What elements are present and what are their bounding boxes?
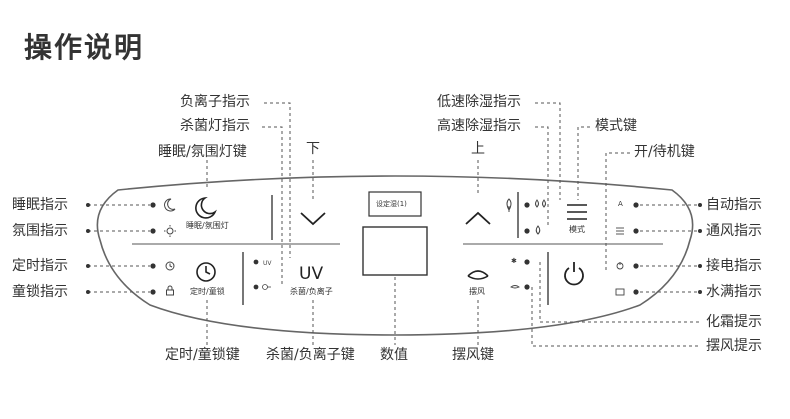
lock-icon bbox=[166, 285, 174, 296]
clock-icon bbox=[165, 261, 175, 271]
up-chevron-icon bbox=[465, 211, 491, 225]
sun-icon bbox=[164, 225, 176, 237]
label-down: 下 bbox=[306, 141, 320, 157]
panel-sterilize-label: 杀菌/负离子 bbox=[290, 287, 333, 296]
vent-icon bbox=[616, 227, 624, 235]
label-anion-indicator: 负离子指示 bbox=[180, 94, 250, 110]
label-sterilize-indicator: 杀菌灯指示 bbox=[180, 118, 250, 134]
label-sleep-indicator: 睡眠指示 bbox=[12, 197, 68, 213]
timer-clock-icon bbox=[196, 262, 216, 282]
label-vent-indicator: 通风指示 bbox=[706, 223, 762, 239]
label-high-speed-indicator: 高速除湿指示 bbox=[437, 118, 521, 134]
display-window bbox=[362, 226, 428, 276]
sleep-moon-icon bbox=[195, 196, 217, 219]
power-icon bbox=[564, 262, 584, 286]
label-up: 上 bbox=[471, 141, 485, 157]
uv-small-icon: UV bbox=[263, 260, 272, 267]
down-chevron-icon bbox=[300, 212, 326, 226]
label-lock-indicator: 童锁指示 bbox=[12, 284, 68, 300]
panel-outline bbox=[96, 175, 694, 336]
label-defrost: 化霜提示 bbox=[706, 314, 762, 330]
page-title: 操作说明 bbox=[24, 31, 145, 64]
plug-icon bbox=[616, 262, 624, 270]
panel-timer-label: 定时/童锁 bbox=[190, 287, 225, 296]
label-power-on-indicator: 接电指示 bbox=[706, 258, 762, 274]
label-auto-indicator: 自动指示 bbox=[706, 197, 762, 213]
swing-icon bbox=[467, 270, 489, 280]
droplet-icon bbox=[535, 225, 541, 235]
label-timer-indicator: 定时指示 bbox=[12, 258, 68, 274]
label-mode-key: 模式键 bbox=[595, 118, 637, 134]
panel-setpoint-label: 设定湿(1) bbox=[376, 200, 407, 208]
ion-small-icon bbox=[262, 284, 271, 290]
panel-swing-label: 摆风 bbox=[469, 287, 485, 296]
moon-icon bbox=[164, 198, 176, 212]
menu-lines-icon bbox=[567, 204, 587, 220]
label-power-key: 开/待机键 bbox=[634, 144, 695, 160]
label-display: 数值 bbox=[380, 347, 408, 363]
tank-icon bbox=[615, 288, 625, 296]
panel-auto-glyph: A bbox=[618, 200, 623, 208]
panel-uv-text: UV bbox=[299, 264, 324, 284]
label-sleep-key: 睡眠/氛围灯键 bbox=[158, 144, 247, 160]
label-timer-key: 定时/童锁键 bbox=[165, 347, 240, 363]
droplets-icon bbox=[535, 199, 546, 208]
swing-small-icon bbox=[510, 285, 520, 289]
label-swing-tip: 摆风提示 bbox=[706, 338, 762, 354]
label-sterilize-key: 杀菌/负离子键 bbox=[266, 347, 355, 363]
label-ambient-indicator: 氛围指示 bbox=[12, 223, 68, 239]
panel-sleep-label: 睡眠/氛围灯 bbox=[186, 221, 229, 230]
label-low-speed-indicator: 低速除湿指示 bbox=[437, 94, 521, 110]
label-tank-full-indicator: 水满指示 bbox=[706, 284, 762, 300]
panel-frost-glyph: ✱ bbox=[511, 257, 517, 265]
panel-mode-label: 模式 bbox=[569, 225, 585, 234]
leaf-icon bbox=[506, 198, 512, 212]
label-swing-key: 摆风键 bbox=[452, 347, 494, 363]
